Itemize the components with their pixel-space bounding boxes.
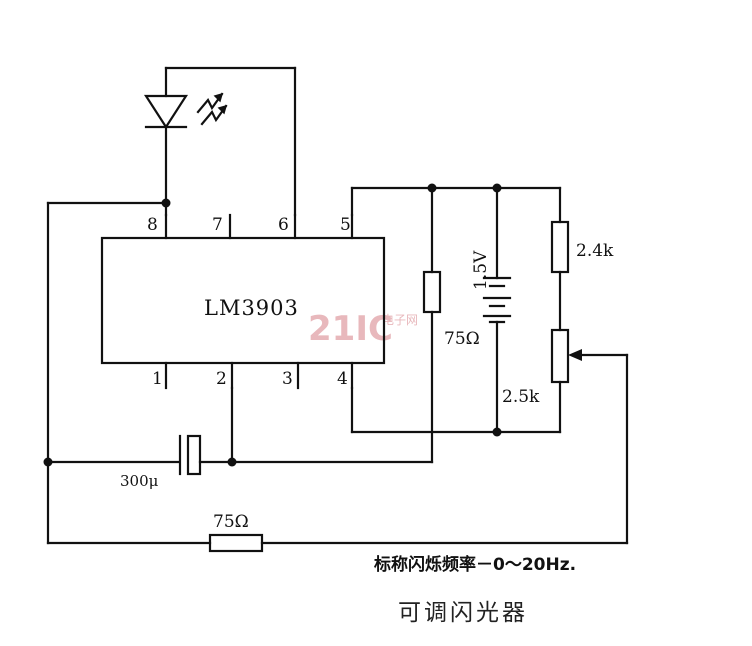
potentiometer-icon bbox=[550, 328, 570, 384]
resistor-mid-icon bbox=[422, 270, 442, 314]
resistor-2-4k-icon bbox=[550, 220, 570, 274]
right-network-wires bbox=[350, 186, 562, 434]
junction-node bbox=[492, 183, 502, 193]
frequency-note: 标称闪烁频率－0～20Hz. bbox=[374, 554, 576, 575]
resistor-bottom-label: 75Ω bbox=[213, 512, 249, 532]
pin-5-label: 5 bbox=[340, 215, 351, 235]
battery-icon bbox=[482, 276, 512, 324]
diagram-caption: 可调闪光器 bbox=[398, 600, 528, 626]
battery-label: 1.5V bbox=[471, 250, 491, 290]
wiper-arrow-icon bbox=[568, 349, 582, 361]
led-loop-wires bbox=[164, 66, 297, 217]
watermark: 21IC 电子网 bbox=[308, 309, 418, 349]
pin-7-label: 7 bbox=[212, 215, 223, 235]
resistor-bottom-icon bbox=[208, 533, 264, 553]
pin-6-label: 6 bbox=[278, 215, 289, 235]
pin-1-label: 1 bbox=[152, 369, 163, 389]
led-icon bbox=[143, 92, 228, 130]
watermark-small: 电子网 bbox=[382, 313, 418, 327]
pin-3-label: 3 bbox=[282, 369, 293, 389]
junction-node bbox=[492, 427, 502, 437]
pin-4-label: 4 bbox=[337, 369, 348, 389]
watermark-main: 21IC bbox=[308, 309, 393, 349]
junction-node bbox=[227, 457, 237, 467]
resistor-2-4k-label: 2.4k bbox=[576, 241, 614, 261]
ic-body bbox=[100, 236, 386, 365]
ic-label: LM3903 bbox=[204, 296, 299, 320]
pin-8-label: 8 bbox=[147, 215, 158, 235]
capacitor-label: 300μ bbox=[120, 472, 159, 490]
junction-node bbox=[427, 183, 437, 193]
capacitor-icon bbox=[178, 434, 202, 476]
potentiometer-label: 2.5k bbox=[502, 387, 540, 407]
resistor-mid-label: 75Ω bbox=[444, 329, 480, 349]
pin-stubs bbox=[164, 213, 354, 390]
left-feedback-wire bbox=[46, 201, 629, 545]
pin-2-label: 2 bbox=[216, 369, 227, 389]
capacitor-wires bbox=[46, 310, 434, 464]
